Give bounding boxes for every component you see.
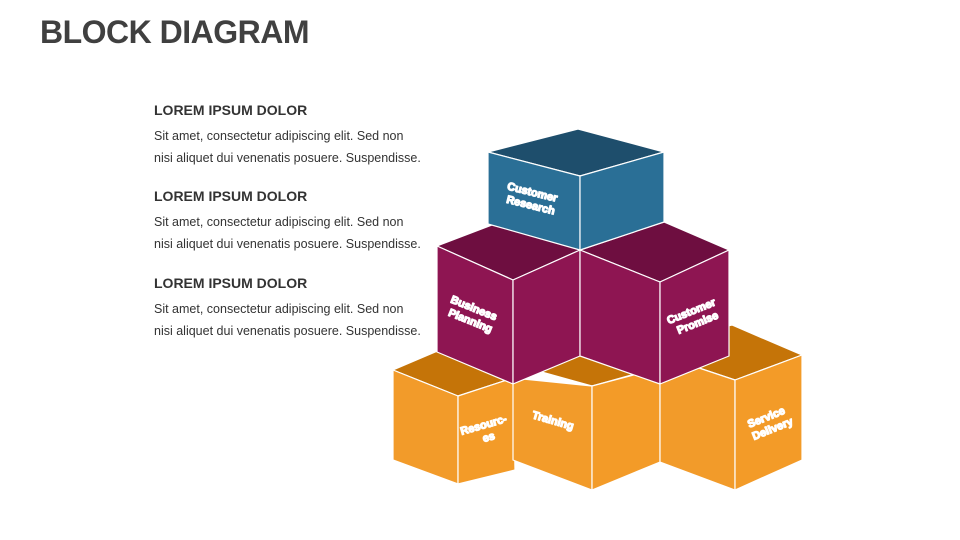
cube-resources: Resourc- es: [392, 349, 516, 485]
text-block-line: nisi aliquet dui venenatis posuere. Susp…: [154, 324, 421, 338]
text-block-2: LOREM IPSUM DOLOR Sit amet, consectetur …: [154, 188, 444, 255]
text-block-line: nisi aliquet dui venenatis posuere. Susp…: [154, 151, 421, 165]
cube-customer-promise: Customer Promise: [579, 221, 730, 385]
cube-label-resources-2: es: [481, 430, 496, 445]
cube-training: Training: [512, 367, 661, 491]
text-block-heading: LOREM IPSUM DOLOR: [154, 188, 308, 204]
text-block-line: nisi aliquet dui venenatis posuere. Susp…: [154, 237, 421, 251]
cube-business-planning: Business Planning: [436, 221, 581, 385]
text-block-body: Sit amet, consectetur adipiscing elit. S…: [154, 211, 444, 255]
text-block-body: Sit amet, consectetur adipiscing elit. S…: [154, 125, 444, 169]
text-block-line: Sit amet, consectetur adipiscing elit. S…: [154, 129, 404, 143]
cube-customer-research: Customer Research: [487, 128, 665, 251]
text-block-heading: LOREM IPSUM DOLOR: [154, 275, 308, 291]
text-block-3: LOREM IPSUM DOLOR Sit amet, consectetur …: [154, 275, 444, 342]
text-block-line: Sit amet, consectetur adipiscing elit. S…: [154, 302, 404, 316]
text-block-1: LOREM IPSUM DOLOR Sit amet, consectetur …: [154, 102, 444, 169]
text-block-line: Sit amet, consectetur adipiscing elit. S…: [154, 215, 404, 229]
cube-service-delivery: Service Delivery: [659, 354, 803, 491]
page-title: BLOCK DIAGRAM: [40, 14, 310, 50]
text-block-heading: LOREM IPSUM DOLOR: [154, 102, 308, 118]
text-block-body: Sit amet, consectetur adipiscing elit. S…: [154, 298, 444, 342]
